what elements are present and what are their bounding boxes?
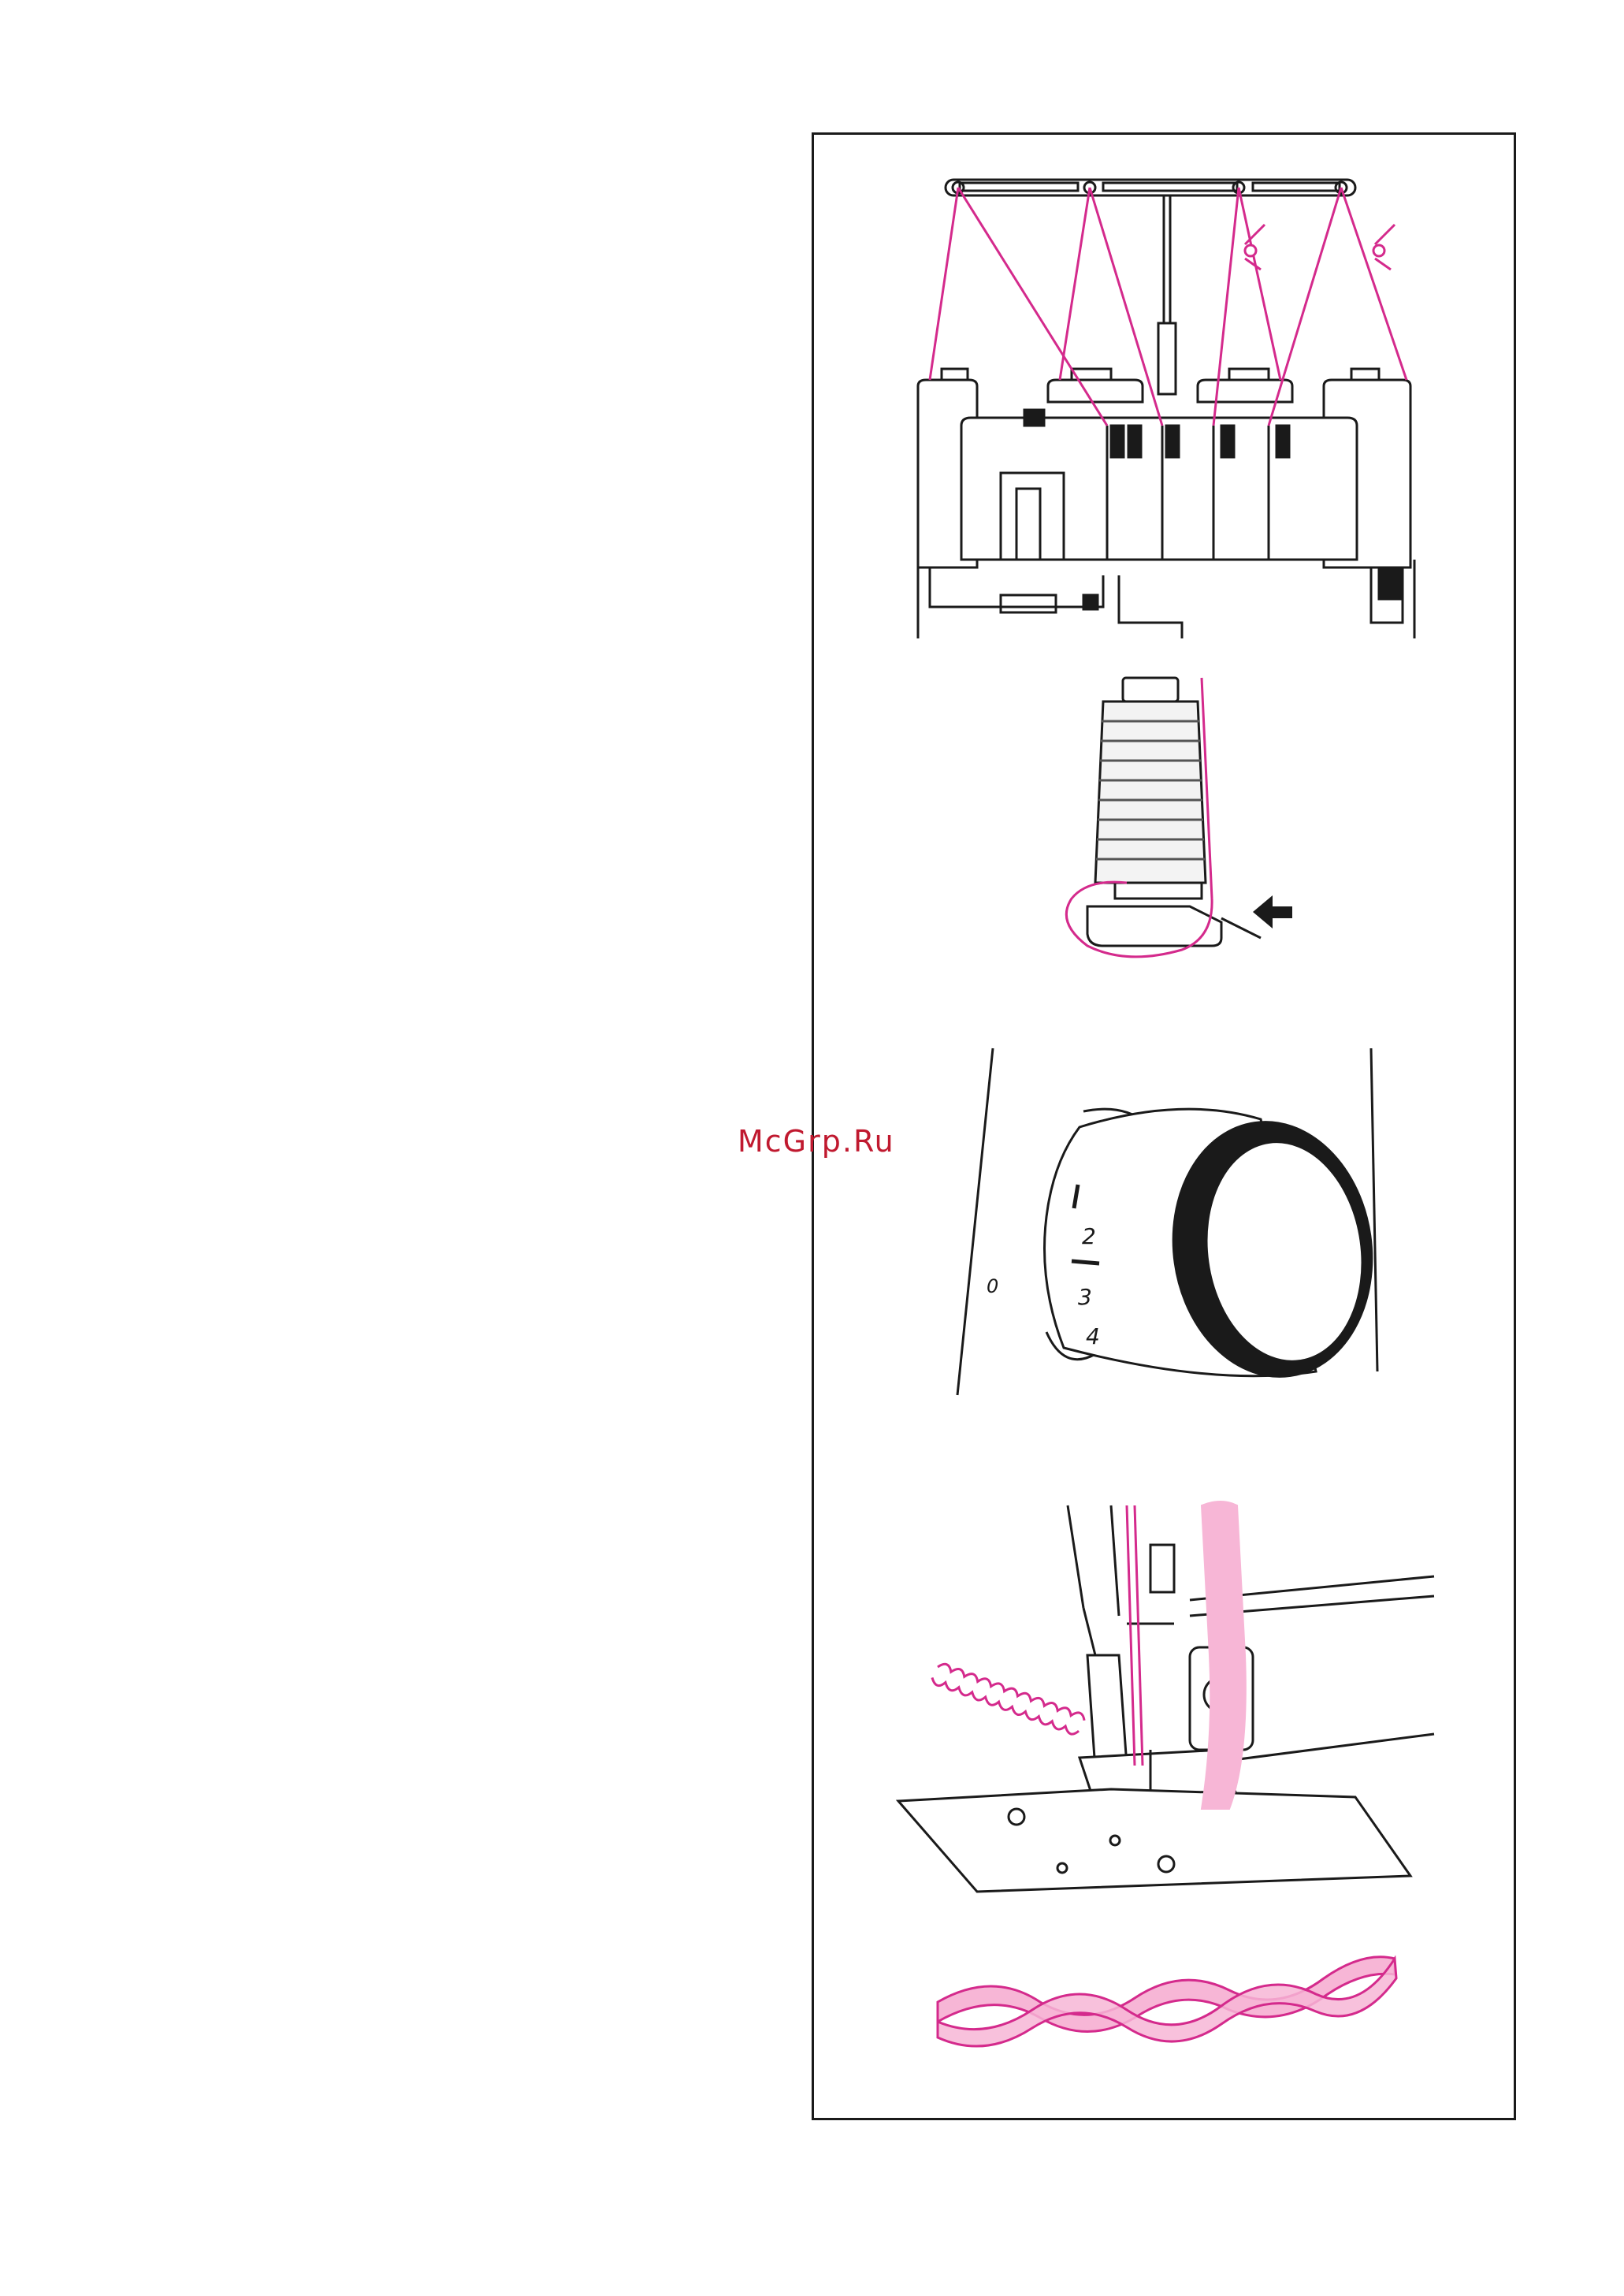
- serger-threading-illustration: [883, 166, 1434, 638]
- dial-mark-2: 2: [1082, 1223, 1096, 1249]
- dial-mark-3: 3: [1078, 1284, 1092, 1310]
- side-mark: 0: [987, 1275, 998, 1297]
- differential-dial-illustration: 2 3 4 0: [946, 1040, 1387, 1411]
- dial-mark-4: 4: [1086, 1323, 1100, 1349]
- presser-foot-cording-illustration: [890, 1498, 1458, 1907]
- watermark-text: McGrp.Ru: [738, 1124, 895, 1159]
- spool-cone-illustration: [1024, 670, 1324, 977]
- twisted-braid-sample: [930, 1923, 1403, 2049]
